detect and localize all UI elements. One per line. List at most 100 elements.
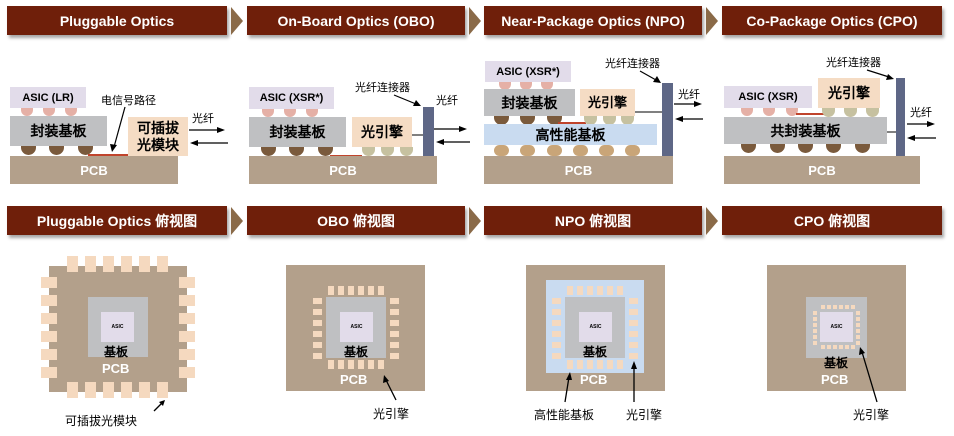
pad bbox=[856, 323, 860, 327]
pad bbox=[813, 341, 817, 345]
pad bbox=[856, 329, 860, 333]
pad bbox=[597, 286, 603, 295]
solder-bump bbox=[65, 108, 77, 116]
pad bbox=[378, 360, 384, 369]
solder-bump bbox=[786, 108, 798, 116]
pad bbox=[328, 286, 334, 295]
pad bbox=[629, 309, 638, 315]
solder-ball bbox=[494, 116, 509, 125]
pad bbox=[179, 295, 195, 306]
pcb-board: PCB bbox=[249, 156, 437, 184]
callout-arrow-left-icon bbox=[564, 372, 572, 403]
substrate-label: 基板 bbox=[824, 356, 849, 370]
solder-ball bbox=[822, 108, 835, 117]
fiber-label: 光纤 bbox=[436, 95, 458, 107]
chevron-arrow-icon bbox=[469, 7, 481, 35]
pad bbox=[845, 305, 849, 309]
chevron-arrow-icon bbox=[231, 7, 243, 35]
pad bbox=[629, 353, 638, 359]
fiber-arrows-icon bbox=[907, 121, 936, 141]
pad bbox=[587, 360, 593, 369]
solder-ball bbox=[318, 147, 333, 156]
pcb-label: PCB bbox=[102, 361, 130, 376]
fiber-connector bbox=[423, 107, 434, 156]
pad bbox=[813, 323, 817, 327]
pad bbox=[567, 360, 573, 369]
pad bbox=[821, 305, 825, 309]
solder-bump bbox=[499, 82, 511, 90]
pad bbox=[567, 286, 573, 295]
pad bbox=[390, 298, 399, 304]
pad bbox=[577, 360, 583, 369]
connector-link-line bbox=[635, 111, 662, 113]
co-package-substrate: 共封装基板 bbox=[724, 117, 887, 144]
callout-arrow-icon bbox=[859, 347, 878, 403]
asic-chip: ASIC bbox=[820, 312, 853, 342]
pad bbox=[157, 382, 168, 398]
substrate-label: 基板 bbox=[104, 345, 129, 359]
solder-ball bbox=[381, 147, 394, 156]
solder-ball bbox=[78, 146, 93, 155]
pad bbox=[313, 353, 322, 359]
solder-ball bbox=[603, 116, 616, 125]
asic-chip: ASIC (XSR*) bbox=[485, 61, 571, 82]
pad bbox=[41, 277, 57, 288]
fiber-arrows-icon bbox=[674, 101, 703, 122]
pad bbox=[856, 341, 860, 345]
connector-label: 光纤连接器 bbox=[355, 82, 410, 94]
signal-path-label: 电信号路径 bbox=[101, 95, 156, 107]
pad bbox=[390, 342, 399, 348]
high-performance-substrate: 高性能基板 bbox=[484, 124, 657, 145]
solder-bump bbox=[306, 109, 318, 117]
solder-ball bbox=[573, 145, 588, 156]
pad bbox=[41, 367, 57, 378]
solder-ball bbox=[866, 108, 879, 117]
header-npo: Near-Package Optics (NPO) bbox=[484, 6, 702, 35]
pad bbox=[139, 256, 150, 272]
connector-pointer-arrow-icon bbox=[866, 69, 894, 80]
pad bbox=[348, 286, 354, 295]
pcb-label: PCB bbox=[340, 372, 368, 387]
pad bbox=[179, 277, 195, 288]
pad bbox=[85, 256, 96, 272]
pad bbox=[597, 360, 603, 369]
pad bbox=[313, 309, 322, 315]
solder-ball bbox=[21, 146, 36, 155]
optical-engine: 光引擎 bbox=[818, 78, 880, 108]
module-label-line1: 可插拔 bbox=[137, 119, 179, 136]
pad bbox=[313, 298, 322, 304]
electrical-trace bbox=[796, 113, 828, 115]
pad bbox=[813, 311, 817, 315]
fiber-connector bbox=[896, 78, 905, 156]
pad bbox=[348, 360, 354, 369]
pad bbox=[552, 342, 561, 348]
connector-pointer-arrow-icon bbox=[639, 70, 661, 83]
pad bbox=[851, 305, 855, 309]
solder-ball bbox=[798, 144, 813, 153]
solder-bump bbox=[520, 82, 532, 90]
chevron-arrow-icon bbox=[469, 207, 481, 235]
solder-ball bbox=[400, 147, 413, 156]
pad bbox=[856, 335, 860, 339]
solder-ball bbox=[599, 145, 614, 156]
pad bbox=[587, 286, 593, 295]
fiber-connector bbox=[662, 83, 673, 156]
solder-ball bbox=[520, 116, 535, 125]
pad bbox=[607, 360, 613, 369]
pad bbox=[821, 345, 825, 349]
connector-link-line bbox=[887, 131, 896, 133]
solder-ball bbox=[261, 147, 276, 156]
module-label-line2: 光模块 bbox=[137, 136, 179, 153]
header-pluggable-top-view: Pluggable Optics 俯视图 bbox=[7, 206, 227, 235]
callout-arrow-right-icon bbox=[631, 361, 637, 402]
pcb-board: PCB bbox=[484, 156, 673, 184]
pad bbox=[67, 382, 78, 398]
pad bbox=[833, 305, 837, 309]
connector-label: 光纤连接器 bbox=[826, 57, 881, 69]
pad bbox=[368, 360, 374, 369]
solder-bump bbox=[741, 108, 753, 116]
pad bbox=[813, 317, 817, 321]
pad bbox=[179, 349, 195, 360]
solder-ball bbox=[584, 116, 597, 125]
solder-ball bbox=[547, 145, 562, 156]
